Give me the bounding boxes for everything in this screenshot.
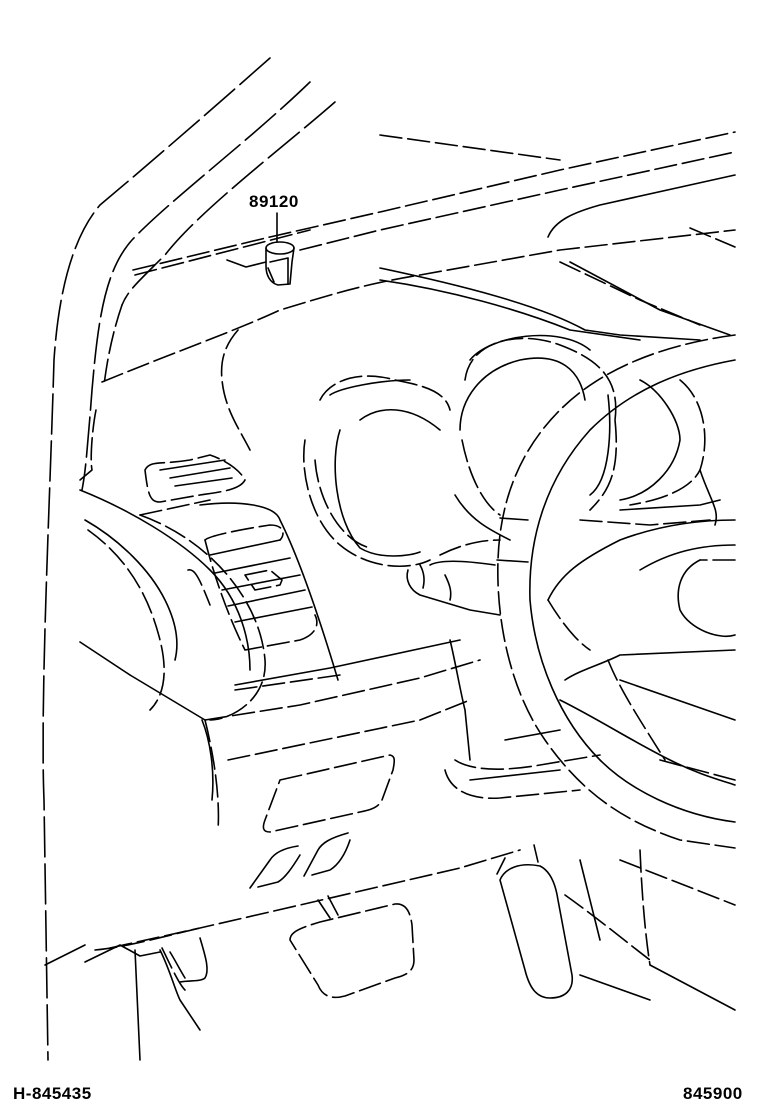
meter-left-gauge bbox=[302, 375, 451, 568]
knee-panel bbox=[44, 849, 521, 1061]
dashboard-hood bbox=[220, 261, 731, 451]
accelerator-pedal bbox=[496, 844, 736, 1011]
sensor-part-89120 bbox=[226, 212, 295, 286]
reference-number: 845900 bbox=[683, 1084, 743, 1103]
windshield-base-lines bbox=[101, 131, 736, 383]
lower-panel-switch-block bbox=[249, 754, 396, 889]
meter-right-gauge bbox=[579, 379, 721, 526]
dashboard-lower-lines bbox=[201, 639, 481, 831]
right-side-lines bbox=[579, 859, 736, 941]
part-number-callout: 89120 bbox=[249, 192, 299, 211]
turn-signal-lever bbox=[406, 539, 501, 616]
steering-column bbox=[444, 639, 601, 800]
left-dash-bezel bbox=[79, 489, 339, 721]
meter-center-gauge bbox=[454, 334, 617, 541]
steering-wheel bbox=[496, 334, 736, 849]
side-defroster-vent bbox=[144, 454, 246, 503]
illustration-code: H-845435 bbox=[13, 1084, 92, 1103]
dashboard-air-vent bbox=[187, 524, 318, 651]
brake-pedal bbox=[289, 895, 415, 999]
steering-hub bbox=[547, 519, 736, 786]
a-pillar-lines bbox=[42, 57, 336, 1061]
